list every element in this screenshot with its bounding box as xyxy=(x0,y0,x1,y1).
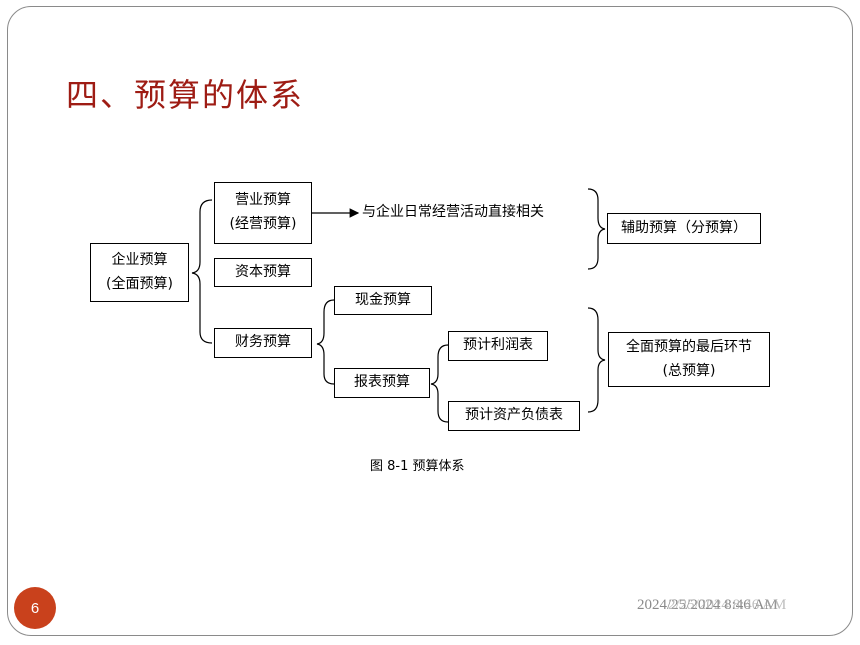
auxiliary-budget-label: 辅助预算（分预算） xyxy=(621,219,747,236)
income-statement-box: 预计利润表 xyxy=(448,331,548,361)
brace-auxiliary xyxy=(587,188,606,270)
slide-date-overlap: 2/25/2024 8:46 AM xyxy=(668,597,787,613)
brace-statements xyxy=(430,344,449,423)
page-number-badge: 6 xyxy=(14,587,56,629)
page-number: 6 xyxy=(30,599,40,617)
master-budget-box: 全面预算的最后环节 (总预算) xyxy=(608,332,770,387)
operating-budget-box: 营业预算 (经营预算) xyxy=(214,182,312,244)
cash-budget-box: 现金预算 xyxy=(334,286,432,315)
brace-financial xyxy=(316,299,335,385)
slide-frame xyxy=(7,6,853,636)
arrow-description: 与企业日常经营活动直接相关 xyxy=(362,204,544,220)
capital-budget-label: 资本预算 xyxy=(235,263,291,280)
operating-budget-sublabel: (经营预算) xyxy=(229,216,297,232)
financial-budget-label: 财务预算 xyxy=(235,334,291,351)
root-budget-label: 企业预算 xyxy=(111,251,168,268)
slide-title: 四、预算的体系 xyxy=(66,76,305,114)
statements-budget-box: 报表预算 xyxy=(334,368,430,398)
brace-root xyxy=(191,199,213,344)
master-budget-label: 全面预算的最后环节 xyxy=(626,338,752,355)
balance-sheet-label: 预计资产负债表 xyxy=(465,407,563,424)
statements-budget-label: 报表预算 xyxy=(354,374,410,391)
figure-caption: 图 8-1 预算体系 xyxy=(370,459,465,474)
cash-budget-label: 现金预算 xyxy=(355,291,411,308)
master-budget-sublabel: (总预算) xyxy=(662,362,716,379)
brace-master xyxy=(587,307,606,413)
income-statement-label: 预计利润表 xyxy=(463,337,533,354)
auxiliary-budget-box: 辅助预算（分预算） xyxy=(607,213,761,244)
capital-budget-box: 资本预算 xyxy=(214,258,312,287)
root-budget-box: 企业预算 (全面预算) xyxy=(90,243,189,302)
root-budget-sublabel: (全面预算) xyxy=(106,275,173,292)
financial-budget-box: 财务预算 xyxy=(214,328,312,358)
operating-budget-label: 营业预算 xyxy=(235,192,291,209)
balance-sheet-box: 预计资产负债表 xyxy=(448,401,580,431)
slide-date: 2024/25/2024 8:46 AM xyxy=(637,597,778,613)
